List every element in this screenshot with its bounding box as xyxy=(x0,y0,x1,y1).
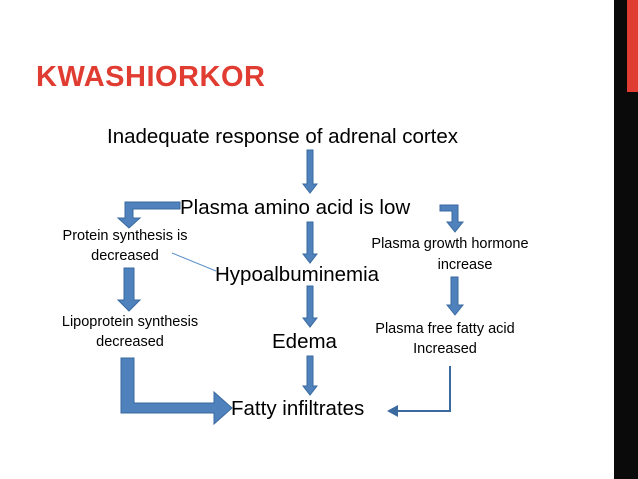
node-ffa: Plasma free fatty acid Increased xyxy=(352,321,538,358)
slide-title: KWASHIORKOR xyxy=(36,61,266,93)
slide-accent-bar xyxy=(627,0,638,92)
arrow-amino-to-protein xyxy=(116,201,181,229)
arrow-amino-to-growth xyxy=(439,204,465,233)
node-ffa-line1: Plasma free fatty acid xyxy=(375,321,515,337)
arrow-amino-to-hypo xyxy=(301,221,319,264)
node-lipo-line1: Lipoprotein synthesis xyxy=(61,314,199,330)
node-protein-line1: Protein synthesis is xyxy=(62,228,188,244)
arrow-adrenal-to-amino xyxy=(301,149,319,194)
node-protein-line2: decreased xyxy=(91,247,159,264)
node-lipo-line2: decreased xyxy=(96,333,164,350)
node-edema: Edema xyxy=(272,330,337,353)
arrow-lipo-to-fatty xyxy=(120,357,233,426)
node-ffa-line2: Increased xyxy=(413,340,477,357)
node-lipo: Lipoprotein synthesis decreased xyxy=(42,314,218,351)
node-fatty: Fatty infiltrates xyxy=(231,397,365,420)
arrow-ffa-to-fatty xyxy=(398,366,451,412)
node-amino: Plasma amino acid is low xyxy=(180,196,411,219)
node-growth-line2: increase xyxy=(437,256,493,273)
arrow-growth-to-ffa xyxy=(445,276,465,316)
node-growth-line1: Plasma growth hormone xyxy=(371,236,529,252)
node-protein: Protein synthesis is decreased xyxy=(45,228,205,265)
arrow-protein-to-lipo xyxy=(116,267,142,312)
arrow-hypo-to-edema xyxy=(301,285,319,328)
arrow-edema-to-fatty xyxy=(301,355,319,396)
connector-line xyxy=(171,252,217,272)
arrow-ffa-to-fatty-head xyxy=(387,405,398,417)
node-adrenal: Inadequate response of adrenal cortex xyxy=(107,125,459,148)
node-hypo: Hypoalbuminemia xyxy=(215,263,380,286)
node-growth: Plasma growth hormone increase xyxy=(353,236,547,274)
